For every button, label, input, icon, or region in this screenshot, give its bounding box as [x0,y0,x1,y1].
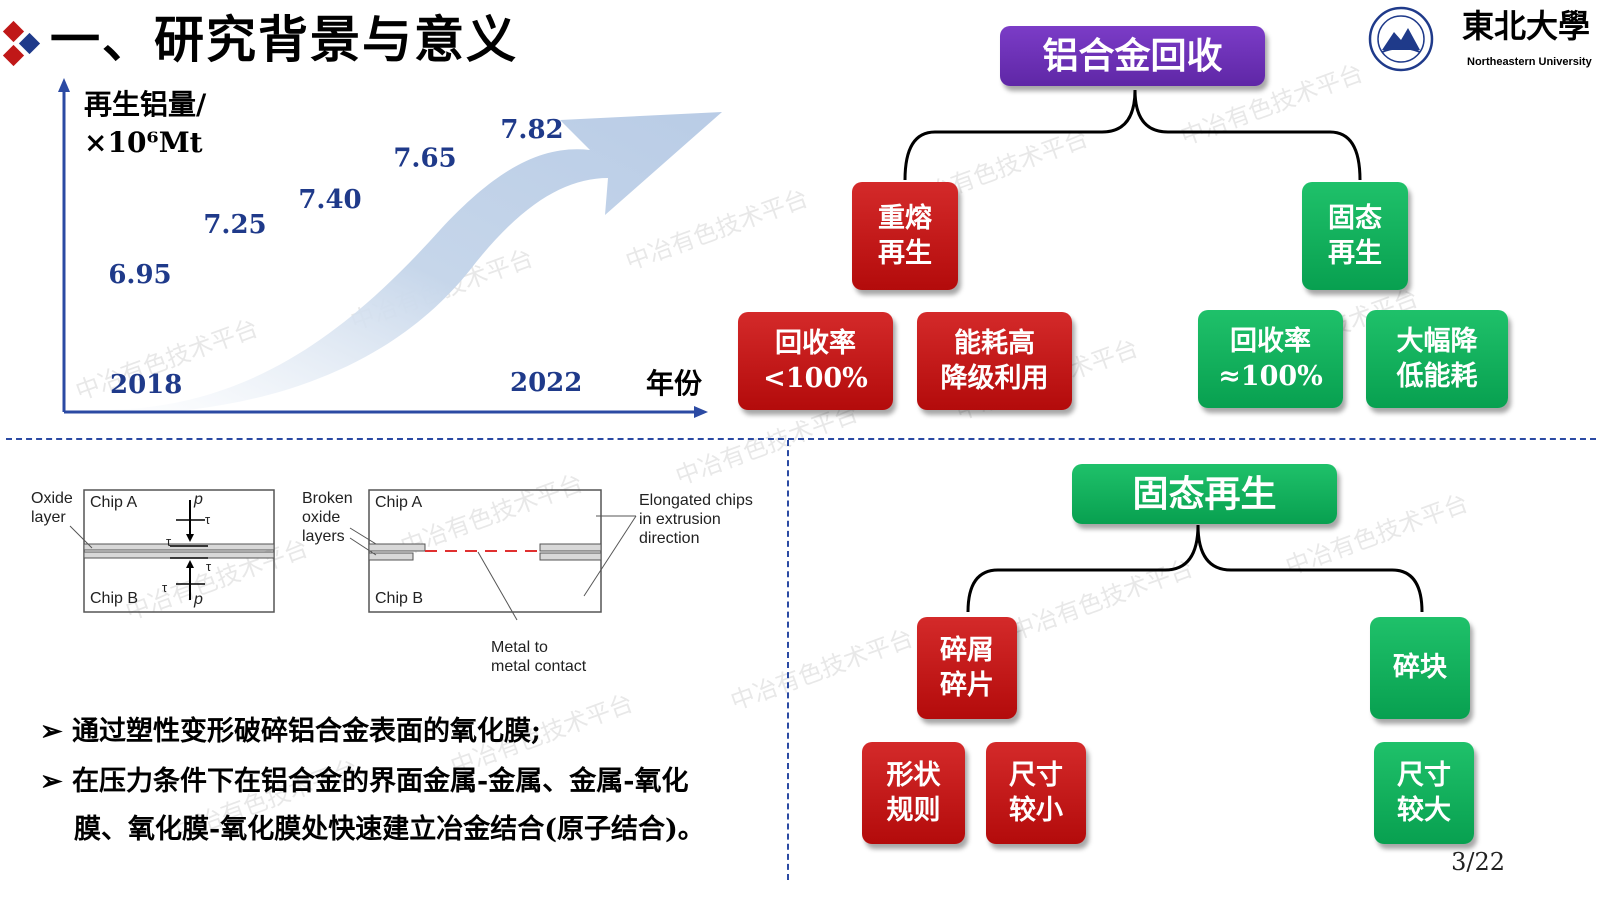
data-label-2022: 7.82 [500,115,563,145]
bullet-text-1: 通过塑性变形破碎铝合金表面的氧化膜; [72,716,541,747]
data-label-2021: 7.65 [393,143,456,173]
y-axis-arrow-icon [58,78,70,92]
label-tau-4: τ [162,580,168,595]
label-chip-b-left: Chip B [90,590,139,607]
tree1-node-solid: 固态 再生 [1302,182,1408,290]
label-broken-oxide: Broken oxide layers [302,490,353,545]
label-chip-b-right: Chip B [375,590,424,607]
vertical-divider [787,440,789,880]
label-elongated-chips: Elongated chips in extrusion direction [639,492,753,547]
y-axis-label-line2: ×10⁶Mt [84,126,203,159]
tree1-leaf-high-energy: 能耗高 降级利用 [917,312,1072,410]
logo-text-en: Northeastern University [1467,56,1592,68]
label-pressure-bottom: p [194,591,203,608]
bullet-arrow-icon: ➢ [40,716,63,747]
bullet-arrow-icon: ➢ [40,766,63,797]
tree1-leaf-low-energy: 大幅降 低能耗 [1366,310,1508,408]
page-number: 3/22 [1451,848,1505,876]
logo-text-cn: 東北大學 [1462,7,1591,45]
university-seal-icon [1368,6,1434,72]
bullet-text-2: 在压力条件下在铝合金的界面金属-金属、金属-氧化 [72,766,689,797]
bullet-text-3: 膜、氧化膜-氧化膜处快速建立冶金结合(原子结合)。 [74,814,705,845]
tree2-leaf-regular-shape: 形状 规则 [862,742,965,844]
data-label-2019: 7.25 [203,210,266,240]
oxide-diagram [69,489,637,621]
x-axis-label: 年份 [646,367,703,400]
label-chip-a-left: Chip A [90,494,138,511]
bullet-item-3: 膜、氧化膜-氧化膜处快速建立冶金结合(原子结合)。 [74,806,705,854]
tree2-node-blocks: 碎块 [1370,617,1470,719]
tree1-leaf-recovery-full: 回收率 ≈100% [1198,310,1343,408]
tree2-leaf-large-size: 尺寸 较大 [1374,742,1474,844]
x-tick-end: 2022 [510,368,583,398]
tree1-node-remelt: 重熔 再生 [852,182,958,290]
label-oxide-layer: Oxide layer [31,490,73,526]
tree2-leaf-small-size: 尺寸 较小 [986,742,1086,844]
tree2-root: 固态再生 [1072,464,1337,524]
data-label-2018: 6.95 [108,260,171,290]
tree2-node-chips: 碎屑 碎片 [917,617,1017,719]
label-tau-2: τ [166,534,172,549]
horizontal-divider [6,438,1596,440]
page-title: 一、研究背景与意义 [50,10,518,69]
label-tau-3: τ [206,559,212,574]
tree1-root: 铝合金回收 [1000,26,1265,86]
y-axis-label: 再生铝量/ ×10⁶Mt [84,86,206,162]
label-chip-a-right: Chip A [375,494,423,511]
chart: 6.95 7.25 7.40 7.65 7.82 [58,78,722,418]
label-metal-contact: Metal to metal contact [491,639,587,675]
bullet-item-1: ➢ 通过塑性变形破碎铝合金表面的氧化膜; [40,708,541,756]
bullet-item-2: ➢ 在压力条件下在铝合金的界面金属-金属、金属-氧化 [40,758,688,806]
label-pressure-top: p [194,491,203,508]
y-axis-label-line1: 再生铝量/ [84,88,207,121]
tree1-leaf-recovery-low: 回收率 <100% [738,312,893,410]
label-tau-1: τ [205,512,211,527]
x-axis-arrow-icon [694,406,708,418]
data-label-2020: 7.40 [298,185,361,215]
trend-arrow [100,112,722,415]
x-tick-start: 2018 [110,370,183,400]
